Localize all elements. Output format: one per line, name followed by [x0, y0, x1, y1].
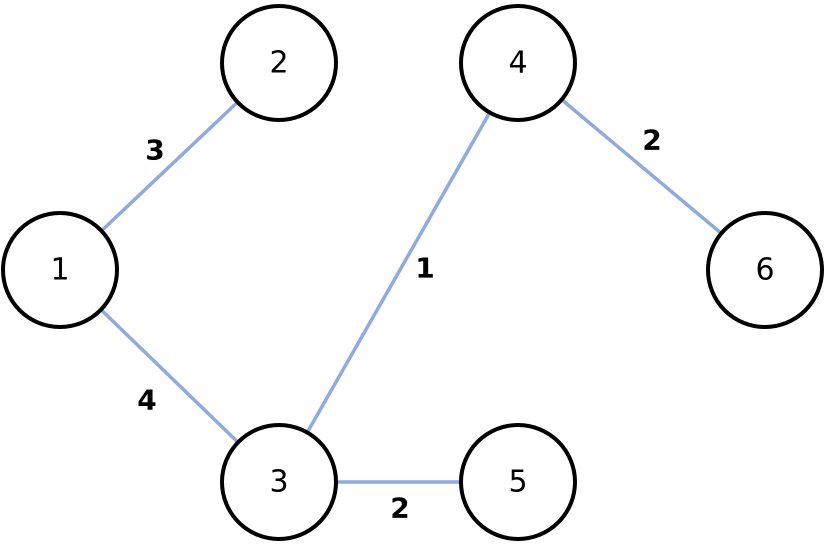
node-circle-1	[1, 211, 119, 329]
edge-weight-1-3: 4	[137, 384, 156, 417]
node-circle-2	[220, 4, 338, 122]
edge-weight-4-6: 2	[642, 124, 661, 157]
node-5: 5	[459, 423, 577, 541]
node-circle-4	[459, 4, 577, 122]
node-3: 3	[220, 423, 338, 541]
nodes-layer: 1 2 3 4 5 6	[1, 4, 824, 541]
node-label-6: 6	[755, 253, 774, 288]
node-label-5: 5	[508, 465, 527, 500]
node-1: 1	[1, 211, 119, 329]
edge-weights-layer: 3 4 1 2 2	[137, 124, 661, 525]
node-4: 4	[459, 4, 577, 122]
edges-layer	[99, 98, 723, 484]
edge-1-2	[100, 100, 239, 233]
node-circle-5	[459, 423, 577, 541]
edge-1-3	[99, 308, 240, 444]
node-6: 6	[706, 211, 824, 329]
edge-weight-3-4: 1	[415, 252, 434, 285]
node-label-1: 1	[50, 253, 69, 288]
edge-weight-3-5: 2	[390, 492, 409, 525]
edge-weight-1-2: 3	[145, 134, 164, 167]
node-circle-3	[220, 423, 338, 541]
node-circle-6	[706, 211, 824, 329]
node-2: 2	[220, 4, 338, 122]
edge-3-4	[305, 111, 492, 434]
node-label-4: 4	[508, 46, 527, 81]
node-label-2: 2	[269, 46, 288, 81]
node-label-3: 3	[269, 465, 288, 500]
edge-4-6	[560, 98, 723, 235]
